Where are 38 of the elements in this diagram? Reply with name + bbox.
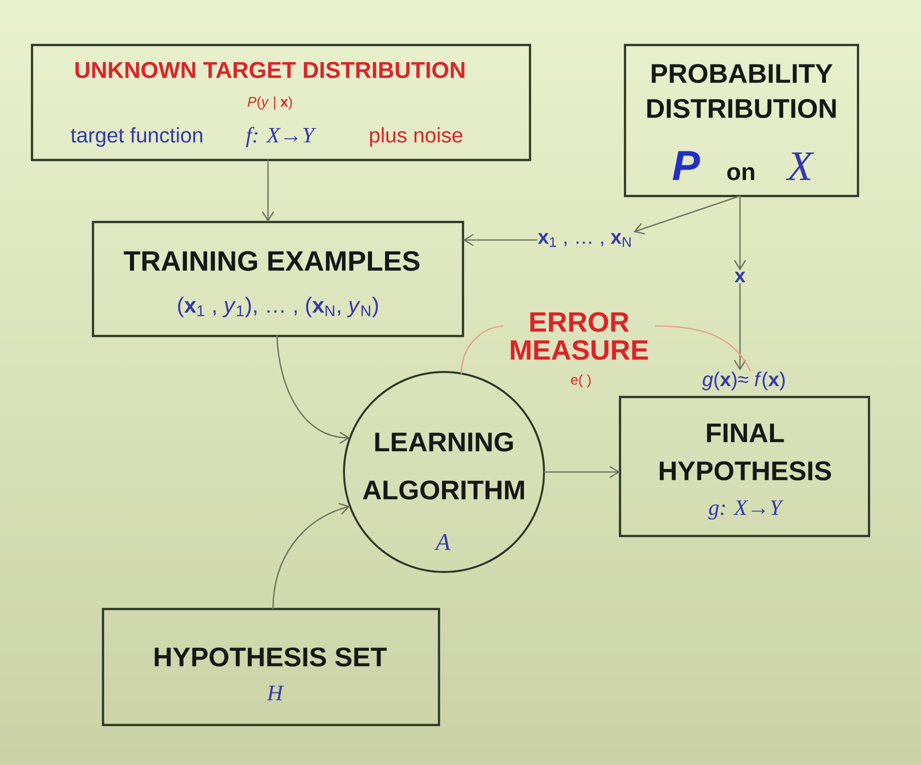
arrow [633, 195, 741, 235]
formula-label: x [734, 272, 746, 282]
box-title: HYPOTHESIS SET [154, 647, 387, 667]
process-circle [343, 371, 545, 573]
arrow [463, 234, 538, 246]
process-box [30, 44, 532, 162]
process-box [92, 220, 464, 338]
box-title: FINAL HYPOTHESIS [660, 424, 831, 480]
formula-label: x$_{1}$ , … , x$_{N}$ [538, 233, 631, 247]
formula-label: g(x)≈ f(x) [702, 372, 785, 390]
symbol-text: H [266, 686, 284, 700]
arrow [276, 335, 350, 444]
box-title: PROBABILITY DISTRIBUTION [647, 64, 836, 118]
formula-text: P(y | x) [248, 96, 292, 110]
arrow [734, 282, 746, 370]
caption-text: on [727, 167, 754, 180]
formula-text: (x$_{1}$ , y$_{1}$), … , (x$_{N}$, y$_{N}$) [178, 296, 378, 318]
process-box [618, 396, 870, 538]
arrow [272, 502, 350, 610]
formula-text: f: X→Y [246, 126, 316, 148]
box-title: UNKNOWN TARGET DISTRIBUTION [75, 62, 464, 78]
connector-line [460, 325, 504, 374]
caption-text: plus noise [370, 127, 462, 147]
process-box [624, 44, 860, 198]
box-title: TRAINING EXAMPLES [124, 251, 420, 271]
process-box [102, 608, 440, 726]
formula-label: e( ) [571, 374, 591, 388]
arrow [543, 466, 620, 478]
arrow [262, 159, 274, 222]
connector-line [654, 325, 751, 372]
symbol-text: P [672, 151, 700, 180]
symbol-text: A [434, 534, 450, 550]
heading-label: ERROR MEASURE [510, 312, 648, 360]
formula-text: g: X→Y [708, 500, 784, 520]
circle-title: LEARNING ALGORITHM [362, 432, 524, 500]
symbol-text: X [786, 152, 814, 180]
arrow [734, 195, 746, 271]
caption-text: target function [70, 127, 202, 147]
